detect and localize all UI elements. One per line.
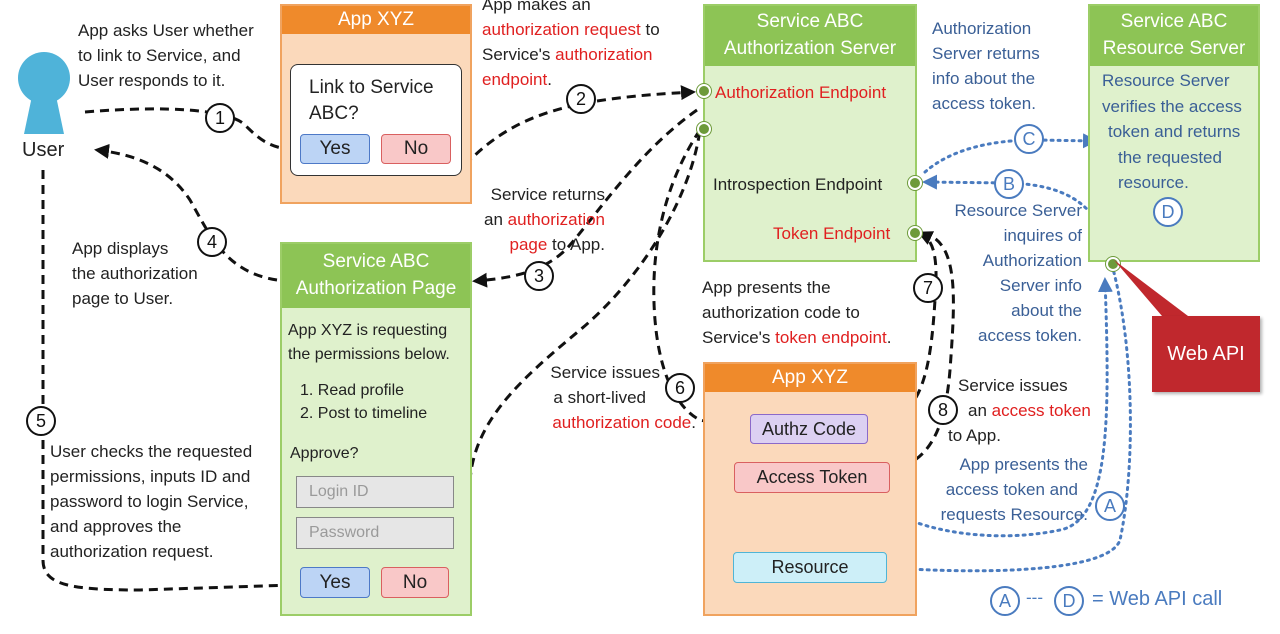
token-endpoint: Token Endpoint	[773, 224, 891, 243]
app-xyz-top-title: App XYZ	[282, 6, 470, 34]
step-2: 2	[566, 84, 596, 114]
api-step-b: B	[994, 169, 1024, 199]
legend-step-d: D	[1054, 586, 1084, 616]
auth-server-title-1: Service ABC	[705, 6, 915, 35]
authz-endpoint-dot	[697, 84, 711, 98]
app-xyz-bottom-title: App XYZ	[705, 364, 915, 392]
note-step-6: Service issues a short-lived authorizati…	[550, 363, 696, 432]
note-step-5: User checks the requested permissions, i…	[50, 442, 253, 561]
arrow-step-3	[472, 108, 698, 288]
step-4: 4	[197, 227, 227, 257]
approve-yes-button[interactable]: Yes	[300, 567, 370, 598]
note-api-a: App presents the access token and reques…	[940, 455, 1088, 524]
arrow-step-4	[94, 143, 278, 282]
approve-label: Approve?	[290, 445, 359, 462]
note-api-c: Authorization Server returns info about …	[932, 19, 1040, 113]
note-step-4: App displays the authorization page to U…	[72, 239, 198, 308]
note-step-1: App asks User whether to link to Service…	[78, 21, 254, 90]
approve-no-button[interactable]: No	[381, 567, 449, 598]
resource-server-title-1: Service ABC	[1090, 6, 1258, 35]
auth-page-line2: the permissions below.	[288, 346, 450, 363]
api-step-a: A	[1095, 491, 1125, 521]
step-6: 6	[665, 373, 695, 403]
step-3: 3	[524, 261, 554, 291]
legend-separator: ---	[1026, 588, 1043, 607]
resource-server-title-2: Resource Server	[1090, 35, 1258, 66]
step-1: 1	[205, 103, 235, 133]
user-icon	[18, 52, 70, 134]
arrow-api-a	[870, 277, 1113, 538]
user-figure	[16, 52, 72, 134]
login-id-field[interactable]: Login ID	[296, 476, 454, 508]
arrow-step-6	[652, 129, 748, 435]
auth-page-title-1: Service ABC	[282, 244, 470, 275]
step-8: 8	[928, 395, 958, 425]
note-step-3: Service returns an authorization page to…	[484, 185, 605, 254]
link-dialog-line1: Link to Service	[309, 77, 434, 98]
permission-1: 1. Read profile	[300, 382, 405, 399]
auth-server-dot-2	[697, 122, 711, 136]
arrow-step-8	[890, 231, 955, 475]
introspection-endpoint: Introspection Endpoint	[713, 175, 883, 194]
user-label: User	[22, 139, 65, 161]
web-api-callout-pointer	[1114, 260, 1188, 316]
arrow-api-a-return	[890, 263, 1132, 577]
app-xyz-top: App XYZ Link to Service ABC?	[280, 4, 472, 204]
link-yes-button[interactable]: Yes	[300, 134, 370, 164]
note-step-8: Service issues an access token to App.	[948, 376, 1091, 445]
access-token-button[interactable]: Access Token	[734, 462, 890, 493]
step-5: 5	[26, 406, 56, 436]
authz-code-button[interactable]: Authz Code	[750, 414, 868, 444]
web-api-label: Web API	[1167, 343, 1245, 365]
introspection-dot	[908, 176, 922, 190]
note-step-7: App presents the authorization code to S…	[702, 278, 892, 347]
note-step-2: App makes an authorization request to Se…	[482, 0, 660, 89]
authorization-server: Service ABC Authorization Server Authori…	[703, 4, 917, 262]
authorization-endpoint: Authorization Endpoint	[715, 83, 887, 102]
legend: A --- D = Web API call	[990, 586, 1250, 618]
arrow-step-5	[41, 170, 296, 593]
api-step-c: C	[1014, 124, 1044, 154]
arrow-api-c	[923, 133, 1098, 174]
note-api-b: Resource Server inquires of Authorizatio…	[954, 201, 1082, 345]
auth-page-line1: App XYZ is requesting	[288, 322, 448, 339]
permission-2: 2. Post to timeline	[300, 405, 428, 422]
resource-server: Service ABC Resource Server Resource Ser…	[1088, 4, 1260, 262]
web-api-callout: Web API	[1152, 316, 1260, 392]
arrow-step-1	[84, 107, 298, 157]
legend-text: = Web API call	[1092, 588, 1223, 610]
auth-server-title-2: Authorization Server	[705, 35, 915, 66]
api-step-d: D	[1153, 197, 1183, 227]
token-endpoint-dot	[908, 226, 922, 240]
resource-server-desc: Resource Server verifies the access toke…	[1102, 71, 1242, 192]
link-no-button[interactable]: No	[381, 134, 451, 164]
auth-page-title-2: Authorization Page	[282, 275, 470, 308]
password-field[interactable]: Password	[296, 517, 454, 549]
resource-button[interactable]: Resource	[733, 552, 887, 583]
step-7: 7	[913, 273, 943, 303]
authorization-page: Service ABC Authorization Page App XYZ i…	[280, 242, 472, 616]
legend-step-a: A	[990, 586, 1020, 616]
link-dialog-line2: ABC?	[309, 103, 359, 124]
